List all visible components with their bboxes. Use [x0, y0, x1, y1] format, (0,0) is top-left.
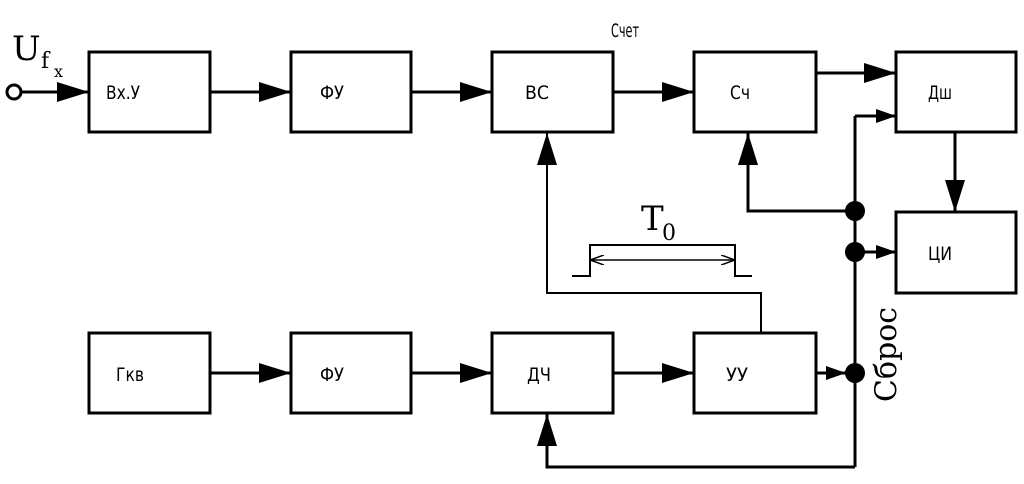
- block-ci-label: ЦИ: [928, 243, 952, 265]
- line-bus-to-dch: [537, 414, 855, 469]
- block-vxu: [87, 50, 212, 134]
- block-vs: [490, 50, 615, 134]
- line-bus-to-sch: [738, 133, 855, 213]
- block-sch-label: Сч: [730, 82, 750, 104]
- block-vxu-label: Вх.У: [106, 82, 141, 104]
- reset-label: Сброс: [869, 307, 904, 402]
- block-vs-label: ВС: [525, 82, 549, 104]
- block-dsh-label: Дш: [928, 82, 952, 104]
- block-sch: [692, 50, 818, 134]
- block-uu-label: УУ: [726, 364, 749, 386]
- t0-label: T: [641, 199, 664, 239]
- input-label-sub-x: x: [54, 62, 63, 81]
- block-ci: [894, 210, 1018, 295]
- input-label: U: [12, 29, 41, 69]
- t0-label-sub: 0: [662, 221, 676, 246]
- t0-pulse: [572, 244, 752, 277]
- block-dch-label: ДЧ: [527, 364, 551, 386]
- input-label-sub-f: f: [41, 49, 51, 74]
- junction-dot: [845, 242, 865, 262]
- block-dsh: [894, 50, 1018, 134]
- gate-line-uu-to-vs: [537, 133, 762, 333]
- input-terminal: [5, 83, 23, 101]
- block-fu-bottom-label: ФУ: [320, 364, 345, 386]
- block-gkv: [87, 331, 212, 415]
- block-dch: [490, 331, 615, 415]
- block-uu: [692, 331, 818, 415]
- block-fu-top: [289, 50, 413, 134]
- junction-dot: [845, 363, 865, 383]
- count-label: Счет: [611, 20, 639, 42]
- block-fu-top-label: ФУ: [320, 82, 345, 104]
- junction-dot: [845, 201, 865, 221]
- block-gkv-label: Гкв: [116, 364, 144, 386]
- block-fu-bottom: [289, 331, 413, 415]
